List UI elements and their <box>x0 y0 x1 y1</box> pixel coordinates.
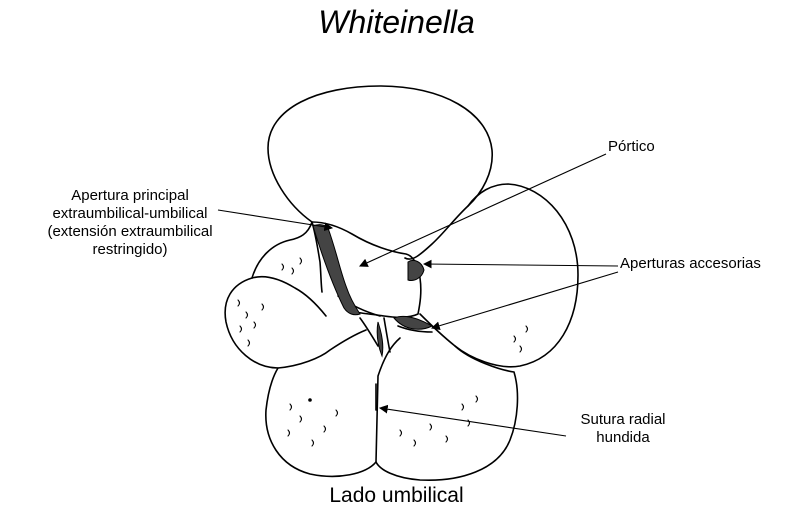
umbilical-slit <box>377 322 383 356</box>
right-chamber <box>420 184 578 367</box>
label-apertura-line-2: extraumbilical-umbilical <box>0 205 260 223</box>
arrow-accesoria-upper <box>424 264 618 266</box>
arrow-sutura <box>380 408 566 436</box>
diagram-caption: Lado umbilical <box>0 484 793 508</box>
label-portico: Pórtico <box>608 138 655 156</box>
arrow-portico <box>360 154 606 266</box>
label-apertura-line-1: Apertura principal <box>0 187 260 205</box>
label-apertura-line-4: restringido) <box>0 241 260 259</box>
label-sutura-radial: Sutura radial hundida <box>568 411 678 447</box>
left-chamber <box>225 277 326 368</box>
lower-left-chamber <box>266 330 376 476</box>
final-chamber <box>268 86 492 259</box>
label-apertura-line-3: (extensión extraumbilical <box>0 223 260 241</box>
upper-left-chamber <box>252 222 322 292</box>
label-sutura-line-1: Sutura radial <box>568 411 678 429</box>
label-apertura-principal: Apertura principal extraumbilical-umbili… <box>0 187 260 259</box>
label-sutura-line-2: hundida <box>568 429 678 447</box>
accessory-aperture-upper <box>408 260 424 280</box>
lower-right-chamber <box>376 338 517 480</box>
label-aperturas-accesorias: Aperturas accesorias <box>620 255 761 273</box>
arrow-accesoria-lower <box>432 272 618 328</box>
